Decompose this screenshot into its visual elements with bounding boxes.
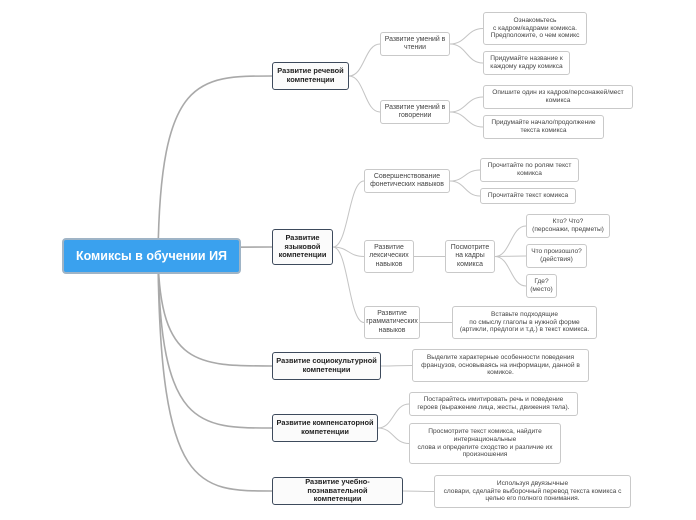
connector-root <box>157 255 273 367</box>
connector-branch <box>377 403 410 429</box>
task-describe-frame[interactable]: Опишите один из кадров/персонажей/мест к… <box>483 85 633 109</box>
topic-speech-competence[interactable]: Развитие речевой компетенции <box>272 62 349 90</box>
task-selective-translation[interactable]: Используя двуязычные словари, сделайте в… <box>434 475 631 508</box>
topic-phonetic-skills[interactable]: Совершенствование фонетических навыков <box>364 169 450 193</box>
root-topic[interactable]: Комиксы в обучении ИЯ <box>62 238 241 274</box>
task-french-behavior[interactable]: Выделите характерные особенности поведен… <box>412 349 589 382</box>
task-name-frames[interactable]: Придумайте название к каждому кадру коми… <box>483 51 570 75</box>
connector-branch <box>449 43 484 64</box>
connector-branch <box>449 96 484 113</box>
task-read-roles[interactable]: Прочитайте по ролям текст комикса <box>480 158 579 182</box>
task-imitate-speech[interactable]: Постарайтесь имитировать речь и поведени… <box>409 392 578 416</box>
connector-branch <box>348 75 381 113</box>
connector-branch <box>332 180 365 248</box>
task-who-what[interactable]: Кто? Что? (персонажи, предметы) <box>526 214 610 238</box>
connector-branch <box>332 246 365 257</box>
connector-branch <box>449 111 484 128</box>
connector-branch <box>494 225 527 257</box>
task-continue-text[interactable]: Придумайте начало/продолжение текста ком… <box>483 115 604 139</box>
connector-branch <box>494 256 527 287</box>
task-read-frames[interactable]: Ознакомьтесь с кадром/кадрами комикса. П… <box>483 12 587 45</box>
connector-branch <box>348 43 381 77</box>
connector-root <box>157 75 273 257</box>
connector-root <box>157 255 273 492</box>
connector-branch <box>380 365 413 367</box>
topic-speaking-skills[interactable]: Развитие умений в говорении <box>380 100 450 124</box>
topic-sociocultural-competence[interactable]: Развитие социокультурной компетенции <box>272 352 381 380</box>
topic-reading-skills[interactable]: Развитие умений в чтении <box>380 32 450 56</box>
task-where[interactable]: Где? (место) <box>526 274 557 298</box>
connector-branch <box>449 28 484 45</box>
task-what-happened[interactable]: Что произошло? (действия) <box>526 244 587 268</box>
task-read-text[interactable]: Прочитайте текст комикса <box>480 188 576 204</box>
topic-cognitive-competence[interactable]: Развитие учебно-познавательной компетенц… <box>272 477 403 505</box>
topic-grammar-skills[interactable]: Развитие грамматических навыков <box>364 306 420 339</box>
task-insert-verbs[interactable]: Вставьте подходящие по смыслу глаголы в … <box>452 306 597 339</box>
connector-branch <box>332 246 365 323</box>
connector-branch <box>449 169 481 182</box>
topic-lexical-skills[interactable]: Развитие лексических навыков <box>364 240 414 273</box>
connector-branch <box>494 255 527 257</box>
topic-compensatory-competence[interactable]: Развитие компенсаторной компетенции <box>272 414 378 442</box>
connector-branch <box>449 180 481 197</box>
task-international-words[interactable]: Просмотрите текст комикса, найдите интер… <box>409 423 561 464</box>
connector-branch <box>402 490 435 492</box>
topic-look-frames[interactable]: Посмотрите на кадры комикса <box>445 240 495 273</box>
topic-language-competence[interactable]: Развитие языковой компетенции <box>272 229 333 265</box>
connector-branch <box>377 427 410 444</box>
connector-root <box>157 255 273 429</box>
